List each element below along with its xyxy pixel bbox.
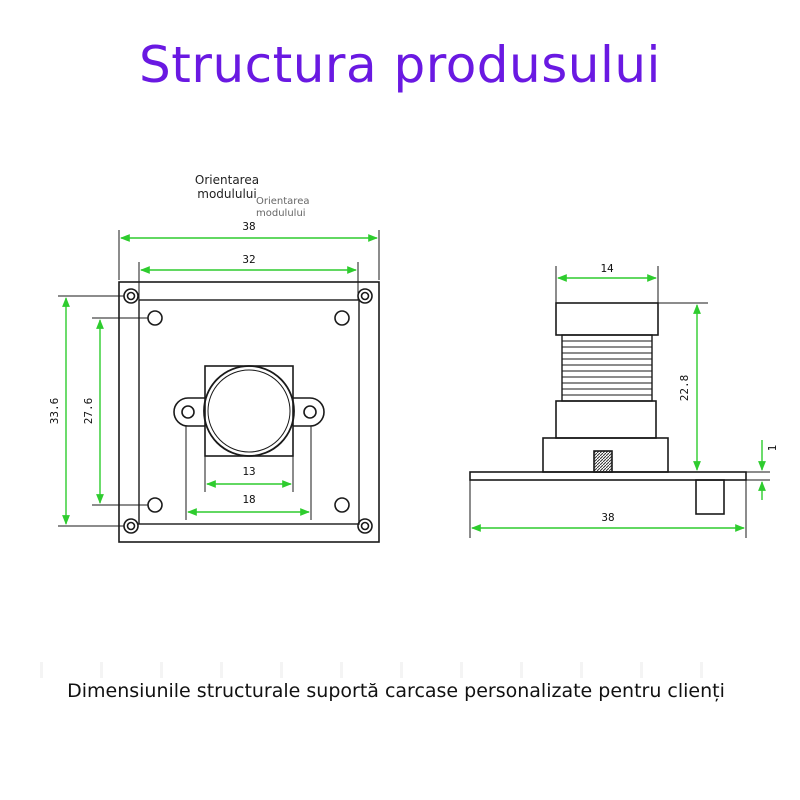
inner-hole (147, 310, 163, 326)
mounting-hole (123, 288, 139, 304)
lens-holder (204, 365, 294, 457)
inner-hole (334, 497, 350, 513)
dim-hole-spacing-height: 27.6 (82, 398, 95, 425)
dim-lens-mount-inner: 13 (242, 465, 255, 478)
set-screw (593, 450, 613, 473)
lens-holder-neck (555, 400, 657, 439)
caption-edge (40, 662, 752, 678)
mounting-hole (123, 518, 139, 534)
lens-outer (203, 365, 295, 457)
orientation-label-ghost: Orientarea modulului (256, 196, 310, 219)
lens-holder-ear-right (293, 397, 325, 427)
connector (695, 479, 725, 515)
dim-overall-width: 38 (242, 220, 255, 233)
dim-board-thickness: 1 (766, 445, 779, 452)
lens-thread (561, 334, 653, 402)
dim-lens-mount-holes: 18 (242, 493, 255, 506)
lens-holder-screw-left (181, 405, 195, 419)
inner-hole (334, 310, 350, 326)
page-title: Structura produsului (139, 36, 661, 94)
lens-holder-screw-right (303, 405, 317, 419)
pcb-board (469, 471, 747, 481)
dim-hole-spacing-width: 32 (242, 253, 255, 266)
front-view (58, 230, 380, 543)
side-view (469, 266, 770, 538)
dim-lens-diameter: 14 (600, 262, 614, 275)
dim-lens-height: 22.8 (678, 375, 691, 402)
dim-overall-height: 33.6 (48, 398, 61, 425)
inner-hole (147, 497, 163, 513)
mounting-hole-inner (360, 521, 370, 531)
mounting-hole-inner (126, 521, 136, 531)
mounting-hole (357, 518, 373, 534)
caption: Dimensiunile structurale suportă carcase… (40, 678, 752, 728)
orientation-label: Orientarea modulului (194, 173, 260, 201)
dim-board-width: 38 (601, 511, 614, 524)
board-inner-outline (138, 299, 360, 525)
mounting-hole-inner (126, 291, 136, 301)
lens-inner (207, 369, 291, 453)
mounting-hole-inner (360, 291, 370, 301)
lens-barrel-top (555, 302, 659, 336)
lens-holder-ear-left (173, 397, 205, 427)
mounting-hole (357, 288, 373, 304)
side-dimensions (471, 274, 766, 532)
board-outline (118, 281, 380, 543)
front-dimensions (62, 234, 378, 525)
thread-lines (562, 340, 652, 396)
